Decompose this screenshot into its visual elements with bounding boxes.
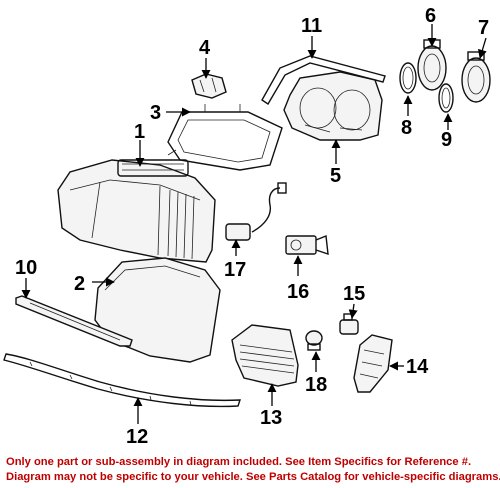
disclaimer-banner: Only one part or sub-assembly in diagram… xyxy=(0,455,500,488)
callout-12: 12 xyxy=(126,426,148,448)
small-bulb-part xyxy=(305,330,323,351)
marker-socket-part xyxy=(339,313,359,335)
callout-4: 4 xyxy=(199,37,211,59)
parts-diagram: 1 2 3 4 5 6 7 8 9 10 11 12 13 14 15 16 1… xyxy=(3,5,491,448)
socket-wire-part xyxy=(225,182,287,241)
callout-7: 7 xyxy=(478,17,489,39)
upper-seal-strip-part xyxy=(261,55,386,105)
lower-molding-part xyxy=(3,353,241,408)
callout-17: 17 xyxy=(224,259,246,281)
reflector-housing-part xyxy=(283,71,383,141)
headlamp-assembly-part xyxy=(57,159,216,263)
marker-lamp-part xyxy=(231,324,299,387)
socket-assembly-part xyxy=(417,39,447,91)
leader-7 xyxy=(477,37,487,59)
callout-2: 2 xyxy=(74,273,85,295)
callout-16: 16 xyxy=(287,281,309,303)
clip-part xyxy=(191,73,227,99)
callout-18: 18 xyxy=(305,374,327,396)
callout-10: 10 xyxy=(15,257,37,279)
mounting-frame-part xyxy=(167,104,283,171)
disclaimer-line-1: Only one part or sub-assembly in diagram… xyxy=(6,456,472,468)
callout-8: 8 xyxy=(401,117,412,139)
callout-5: 5 xyxy=(330,165,341,187)
callout-11: 11 xyxy=(301,15,322,37)
disclaimer-line-2: Diagram may not be specific to your vehi… xyxy=(6,471,500,483)
callout-14: 14 xyxy=(406,356,429,378)
retaining-ring-left-part xyxy=(399,62,417,94)
headlamp-bulb-part xyxy=(285,235,329,256)
leader-15 xyxy=(348,303,358,319)
callout-6: 6 xyxy=(425,5,436,27)
second-socket-assembly-part xyxy=(461,51,491,103)
callout-3: 3 xyxy=(150,102,161,124)
headlamp-lens-part xyxy=(94,257,221,363)
leader-lines xyxy=(21,24,487,424)
retaining-ring-right-part xyxy=(438,83,454,113)
callout-15: 15 xyxy=(343,283,365,305)
callout-numbers: 1 2 3 4 5 6 7 8 9 10 11 12 13 14 15 16 1… xyxy=(15,5,489,448)
callout-13: 13 xyxy=(260,407,282,429)
side-marker-part xyxy=(353,334,393,393)
callout-1: 1 xyxy=(134,121,145,143)
callout-9: 9 xyxy=(441,129,452,151)
